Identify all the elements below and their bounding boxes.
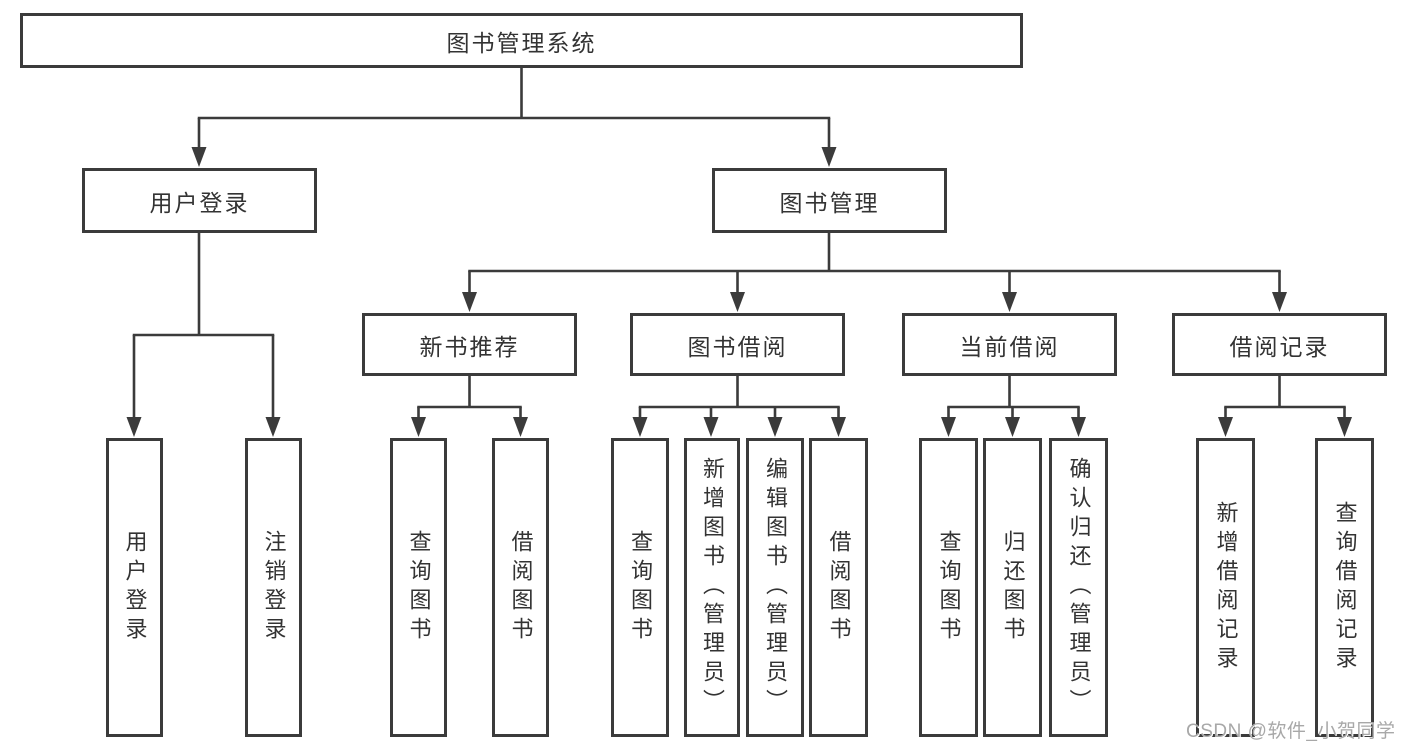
leaf-query-books-2: 查询图书 [611, 438, 669, 737]
leaf-query-books-3-label: 查询图书 [936, 529, 962, 646]
leaf-borrow-books-1: 借阅图书 [492, 438, 549, 737]
node-user-login-label: 用户登录 [149, 189, 250, 216]
leaf-add-borrow-record: 新增借阅记录 [1196, 438, 1255, 737]
leaf-logout: 注销登录 [245, 438, 302, 737]
node-root: 图书管理系统 [20, 13, 1023, 68]
leaf-confirm-return-admin-label: 确认归还（管理员） [1066, 457, 1092, 718]
leaf-query-books-2-label: 查询图书 [628, 529, 653, 646]
csdn-watermark: CSDN @软件_小贺同学 [1186, 721, 1396, 742]
node-new-book-recommend-label: 新书推荐 [419, 333, 520, 360]
leaf-query-books-3: 查询图书 [919, 438, 978, 737]
node-book-management-label: 图书管理 [779, 189, 880, 216]
node-book-borrowing-label: 图书借阅 [687, 333, 788, 360]
leaf-add-borrow-record-label: 新增借阅记录 [1213, 500, 1239, 675]
leaf-add-book-admin-label: 新增图书（管理员） [700, 457, 725, 718]
leaf-borrow-books-2-label: 借阅图书 [826, 529, 852, 646]
leaf-query-borrow-record: 查询借阅记录 [1315, 438, 1374, 737]
leaf-return-book-label: 归还图书 [1000, 529, 1026, 646]
node-root-label: 图书管理系统 [446, 29, 597, 56]
node-user-login: 用户登录 [82, 168, 317, 233]
leaf-user-login: 用户登录 [106, 438, 163, 737]
leaf-query-borrow-record-label: 查询借阅记录 [1332, 500, 1358, 675]
node-book-management: 图书管理 [712, 168, 947, 233]
leaf-logout-label: 注销登录 [261, 529, 287, 646]
leaf-edit-book-admin: 编辑图书（管理员） [746, 438, 804, 737]
leaf-query-books-1: 查询图书 [390, 438, 447, 737]
leaf-query-books-1-label: 查询图书 [406, 529, 432, 646]
leaf-add-book-admin: 新增图书（管理员） [684, 438, 740, 737]
leaf-edit-book-admin-label: 编辑图书（管理员） [763, 457, 788, 718]
node-current-borrowing: 当前借阅 [902, 313, 1117, 376]
node-book-borrowing: 图书借阅 [630, 313, 845, 376]
node-borrowing-records: 借阅记录 [1172, 313, 1387, 376]
node-borrowing-records-label: 借阅记录 [1229, 333, 1330, 360]
leaf-user-login-label: 用户登录 [122, 529, 148, 646]
leaf-confirm-return-admin: 确认归还（管理员） [1049, 438, 1108, 737]
node-current-borrowing-label: 当前借阅 [959, 333, 1060, 360]
leaf-borrow-books-1-label: 借阅图书 [508, 529, 534, 646]
node-new-book-recommend: 新书推荐 [362, 313, 577, 376]
leaf-return-book: 归还图书 [983, 438, 1042, 737]
leaf-borrow-books-2: 借阅图书 [809, 438, 868, 737]
